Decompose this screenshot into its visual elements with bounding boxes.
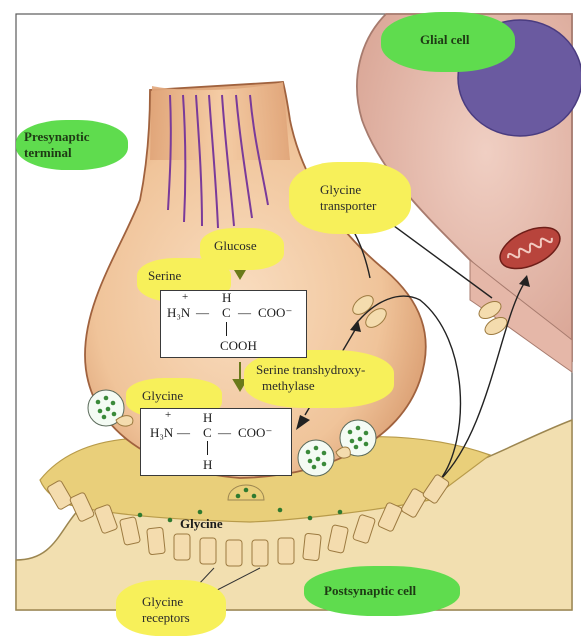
glycine-bond-vertical	[207, 441, 208, 455]
receptors-label-line2: receptors	[142, 610, 190, 625]
glycine-h-top: H	[203, 410, 212, 426]
presynaptic-label-line2: terminal	[24, 145, 72, 160]
transporter-label-line2: transporter	[320, 198, 376, 213]
glycine-label: Glycine	[142, 388, 183, 403]
presynaptic-label-line1: Presynaptic	[24, 129, 89, 144]
glycine-c: C	[203, 425, 212, 441]
serine-h: H	[222, 290, 231, 306]
glycine-charge: +	[165, 409, 171, 421]
glycine-structure-box	[140, 408, 292, 476]
serine-bond-vertical	[226, 322, 227, 336]
serine-bond-left: —	[196, 305, 209, 321]
cleft-glycine-label: Glycine	[180, 516, 223, 531]
receptors-label-line1: Glycine	[142, 594, 183, 609]
enzyme-label-line1: Serine transhydroxy-	[256, 362, 365, 377]
glycine-bond-right: —	[218, 425, 231, 441]
serine-bond-right: —	[238, 305, 251, 321]
serine-amine: H₃N	[167, 305, 190, 321]
enzyme-label-line2: methylase	[262, 378, 315, 393]
serine-coo: COO⁻	[258, 305, 292, 321]
glycine-bond-left: —	[177, 425, 190, 441]
glycine-h-bottom: H	[203, 457, 212, 473]
glycine-amine: H₃N	[150, 425, 173, 441]
transporter-label-line1: Glycine	[320, 182, 361, 197]
serine-c: C	[222, 305, 231, 321]
vesicle-right-2	[298, 440, 334, 476]
serine-charge: +	[182, 291, 188, 303]
serine-label: Serine	[148, 268, 181, 283]
glycine-coo: COO⁻	[238, 425, 272, 441]
postsynaptic-label: Postsynaptic cell	[324, 583, 416, 598]
glial-cell-label: Glial cell	[420, 32, 469, 47]
glucose-label: Glucose	[214, 238, 257, 253]
serine-cooh: COOH	[220, 338, 257, 354]
